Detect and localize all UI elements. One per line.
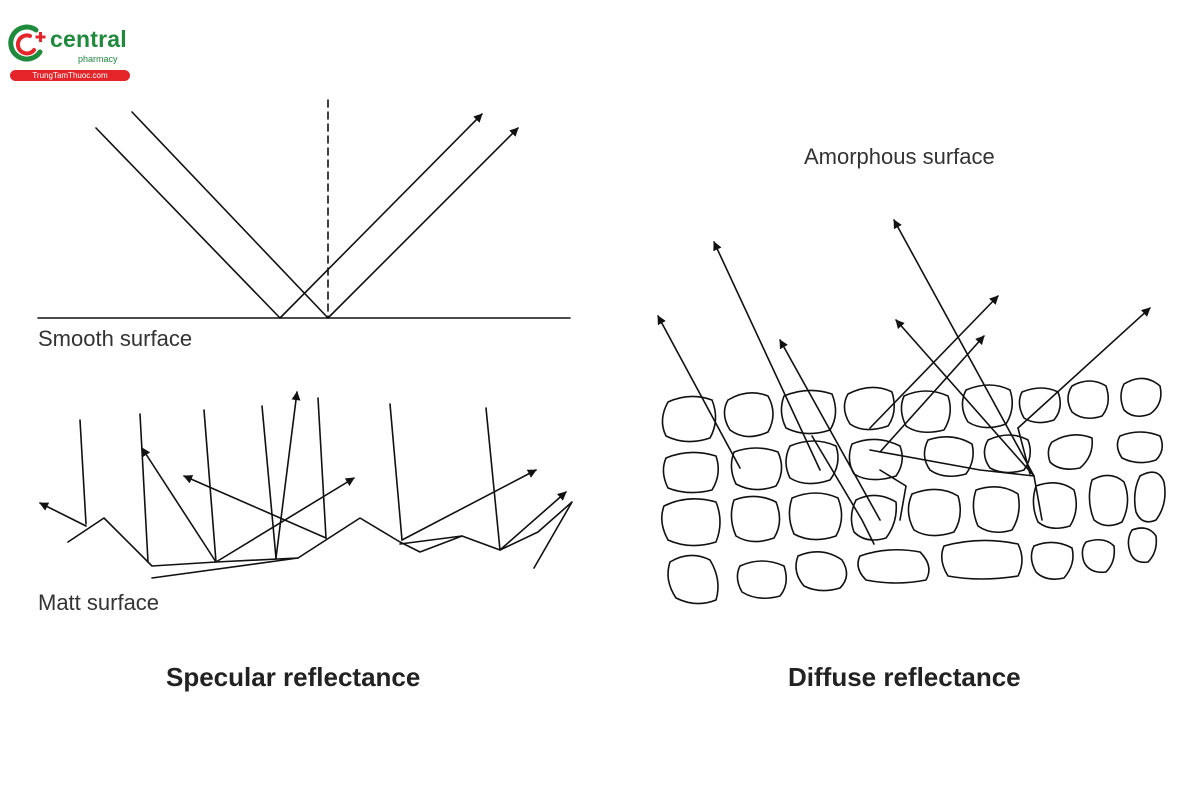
- particle: [1120, 377, 1162, 418]
- matt-incident-ray: [485, 407, 501, 551]
- matt-reflected-ray: [401, 469, 537, 541]
- particle: [1127, 527, 1158, 564]
- diffuse-ray: [895, 319, 1035, 477]
- scatter-path: [879, 469, 907, 521]
- diffuse-title: Diffuse reflectance: [788, 662, 1021, 692]
- particle: [940, 539, 1023, 580]
- specular-title: Specular reflectance: [166, 662, 421, 692]
- particle: [1116, 431, 1164, 464]
- particle: [667, 554, 719, 605]
- matt-incident-ray: [261, 405, 277, 559]
- matt-surface-label: Matt surface: [38, 590, 160, 615]
- incident-ray-2: [131, 111, 329, 319]
- brand-name: central: [50, 26, 127, 52]
- matt-incident-ray: [139, 413, 149, 563]
- particle: [660, 498, 721, 547]
- particle: [923, 436, 974, 478]
- matt-incident-ray: [79, 419, 87, 525]
- particle: [972, 486, 1020, 534]
- diffuse-ray: [879, 335, 985, 453]
- particle: [848, 438, 904, 481]
- particle: [736, 560, 788, 600]
- brand-url-bar: TrungTamThuoc.com: [10, 70, 130, 81]
- particle: [795, 551, 848, 592]
- matt-incident-ray: [203, 409, 217, 563]
- matt-surface-group: [39, 391, 573, 579]
- particle: [780, 389, 837, 435]
- particle: [661, 395, 717, 443]
- particle: [1030, 541, 1074, 580]
- diffuse-ray: [1017, 307, 1151, 429]
- particle: [1067, 380, 1110, 420]
- particle: [1133, 471, 1166, 523]
- matt-base-line-2: [399, 535, 463, 545]
- reflected-ray-2: [327, 127, 519, 319]
- matt-reflected-ray: [215, 477, 355, 563]
- diffuse-ray: [869, 295, 999, 429]
- matt-reflected-ray: [141, 447, 217, 563]
- particle: [1047, 434, 1094, 470]
- particle: [730, 447, 783, 491]
- diffuse-ray: [657, 315, 741, 469]
- particle: [788, 492, 843, 541]
- matt-reflected-ray: [499, 491, 567, 551]
- particle: [723, 392, 774, 438]
- diffuse-ray: [893, 219, 1035, 477]
- particle: [730, 495, 781, 543]
- diffuse-ray: [779, 339, 881, 521]
- particle: [907, 488, 962, 537]
- particle: [857, 548, 930, 584]
- particles-group: [660, 377, 1166, 605]
- diffuse-ray: [713, 241, 821, 471]
- particle: [843, 386, 896, 431]
- particle: [662, 451, 720, 494]
- particle: [850, 494, 898, 541]
- smooth-surface-label: Smooth surface: [38, 326, 193, 351]
- scatter-path: [811, 435, 875, 545]
- matt-reflected-ray: [275, 391, 301, 559]
- particle: [1018, 387, 1062, 424]
- matt-incident-ray: [317, 397, 327, 539]
- matt-surface-line: [67, 501, 573, 569]
- incident-ray-1: [95, 127, 281, 319]
- particle: [900, 390, 952, 434]
- scatter-path: [869, 449, 1035, 477]
- particle: [983, 434, 1032, 474]
- brand-url: TrungTamThuoc.com: [32, 71, 108, 80]
- particle: [1088, 474, 1129, 527]
- matt-base-line: [151, 557, 299, 579]
- smooth-surface-group: [37, 99, 571, 319]
- particle: [785, 440, 839, 485]
- matt-reflected-ray: [183, 475, 327, 539]
- brand-tagline: pharmacy: [78, 54, 118, 64]
- particle: [1032, 482, 1078, 530]
- brand-logo: central pharmacy TrungTamThuoc.com: [6, 20, 130, 84]
- scatter-path: [1033, 475, 1043, 521]
- particle: [1081, 538, 1116, 574]
- reflected-ray-1: [279, 113, 483, 319]
- logo-mark-icon: [8, 24, 46, 62]
- amorphous-surface-label: Amorphous surface: [804, 144, 995, 169]
- diffuse-rays-group: [657, 219, 1151, 545]
- matt-incident-ray: [389, 403, 403, 541]
- matt-reflected-ray: [39, 502, 87, 527]
